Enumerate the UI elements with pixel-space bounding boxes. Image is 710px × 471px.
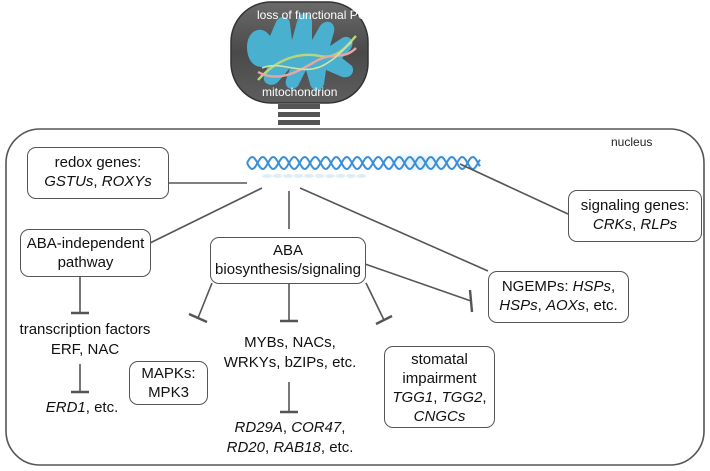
stomatal-line2: impairment xyxy=(402,370,477,387)
inhibit-bar-stomatal xyxy=(375,314,393,326)
dna-helix xyxy=(246,145,481,179)
dna-reflection xyxy=(325,174,335,178)
stomatal-impairment-box: stomatal impairment TGG1, TGG2, CNGCs xyxy=(384,346,495,428)
signaling-genes-title: signaling genes: xyxy=(580,197,690,214)
redox-genes-list: GSTUs, ROXYs xyxy=(44,173,152,190)
inhibit-bar-mapks xyxy=(188,312,208,324)
myb-group-line2: WRKYs, bZIPs, etc. xyxy=(223,354,357,371)
dna-strand-1 xyxy=(246,155,481,171)
ngemps-line1: NGEMPs: HSPs, xyxy=(501,278,616,295)
mito-nucleus-connector xyxy=(278,104,320,125)
aba-independent-box: ABA-independent pathway xyxy=(20,229,151,277)
dna-reflection xyxy=(283,174,293,178)
edge-dna-aba-independent xyxy=(149,187,263,244)
dna-reflection xyxy=(272,174,283,178)
rd-genes-text: RD29A, COR47, RD20, RAB18, etc. xyxy=(205,418,375,458)
ngemps-box: NGEMPs: HSPs, HSPs, AOXs, etc. xyxy=(488,271,629,323)
edges xyxy=(71,163,569,414)
mitochondrion xyxy=(230,1,369,104)
stomatal-line3: TGG1, TGG2, xyxy=(392,389,487,406)
aba-independent-line1: ABA-independent xyxy=(26,235,145,252)
transcription-factors-line2: ERF, NAC xyxy=(50,341,120,358)
dna-reflection xyxy=(293,174,304,178)
aba-biosynthesis-line2: biosynthesis/signaling xyxy=(215,261,361,278)
myb-group-text: MYBs, NACs, WRKYs, bZIPs, etc. xyxy=(205,333,375,373)
mitochondrion-label: mitochondrion xyxy=(262,85,338,99)
mapks-line1: MAPKs: xyxy=(141,365,196,382)
transcription-factors-text: transcription factors ERF, NAC xyxy=(5,320,165,360)
inhibit-bar-ngemps xyxy=(468,289,474,313)
mapks-line2: MPK3 xyxy=(148,384,189,401)
edge-aba-stomatal xyxy=(365,282,385,321)
mapks-box: MAPKs: MPK3 xyxy=(129,361,208,405)
redox-genes-title: redox genes: xyxy=(54,154,142,171)
rd-genes-line1: RD29A, COR47, xyxy=(234,419,346,436)
stomatal-line4: CNGCs xyxy=(413,408,466,425)
transcription-factors-line1: transcription factors xyxy=(19,321,151,338)
rd-genes-line2: RD20, RAB18, etc. xyxy=(226,439,354,456)
edge-dna-signaling xyxy=(459,163,569,215)
aba-independent-line2: pathway xyxy=(57,254,114,271)
nucleus-label: nucleus xyxy=(611,135,653,149)
dna-reflection xyxy=(356,174,367,178)
dna-reflection xyxy=(335,174,346,178)
edge-dna-ngemps xyxy=(299,187,489,272)
erd1-text: ERD1, etc. xyxy=(45,399,119,416)
edge-aba-ngemps xyxy=(364,263,472,302)
aba-biosynthesis-box: ABA biosynthesis/signaling xyxy=(210,237,366,284)
dna-reflection xyxy=(346,174,356,178)
mitochondrion-inner-membrane xyxy=(247,13,354,90)
stomatal-line1: stomatal xyxy=(411,351,468,368)
signaling-genes-list: CRKs, RLPs xyxy=(592,216,678,233)
dna-reflection xyxy=(314,174,325,178)
myb-group-line1: MYBs, NACs, xyxy=(244,334,336,351)
dna-strand-2 xyxy=(246,155,481,171)
mitochondrion-top-label: loss of functional POCO1 xyxy=(257,8,392,22)
ngemps-line2: HSPs, AOXs, etc. xyxy=(499,297,618,314)
edge-aba-mapks xyxy=(197,282,213,319)
signaling-genes-box: signaling genes: CRKs, RLPs xyxy=(568,190,702,242)
dna-reflection xyxy=(304,174,314,178)
aba-biosynthesis-line1: ABA xyxy=(272,242,303,259)
redox-genes-box: redox genes: GSTUs, ROXYs xyxy=(27,147,169,199)
dna-reflection xyxy=(262,174,272,178)
